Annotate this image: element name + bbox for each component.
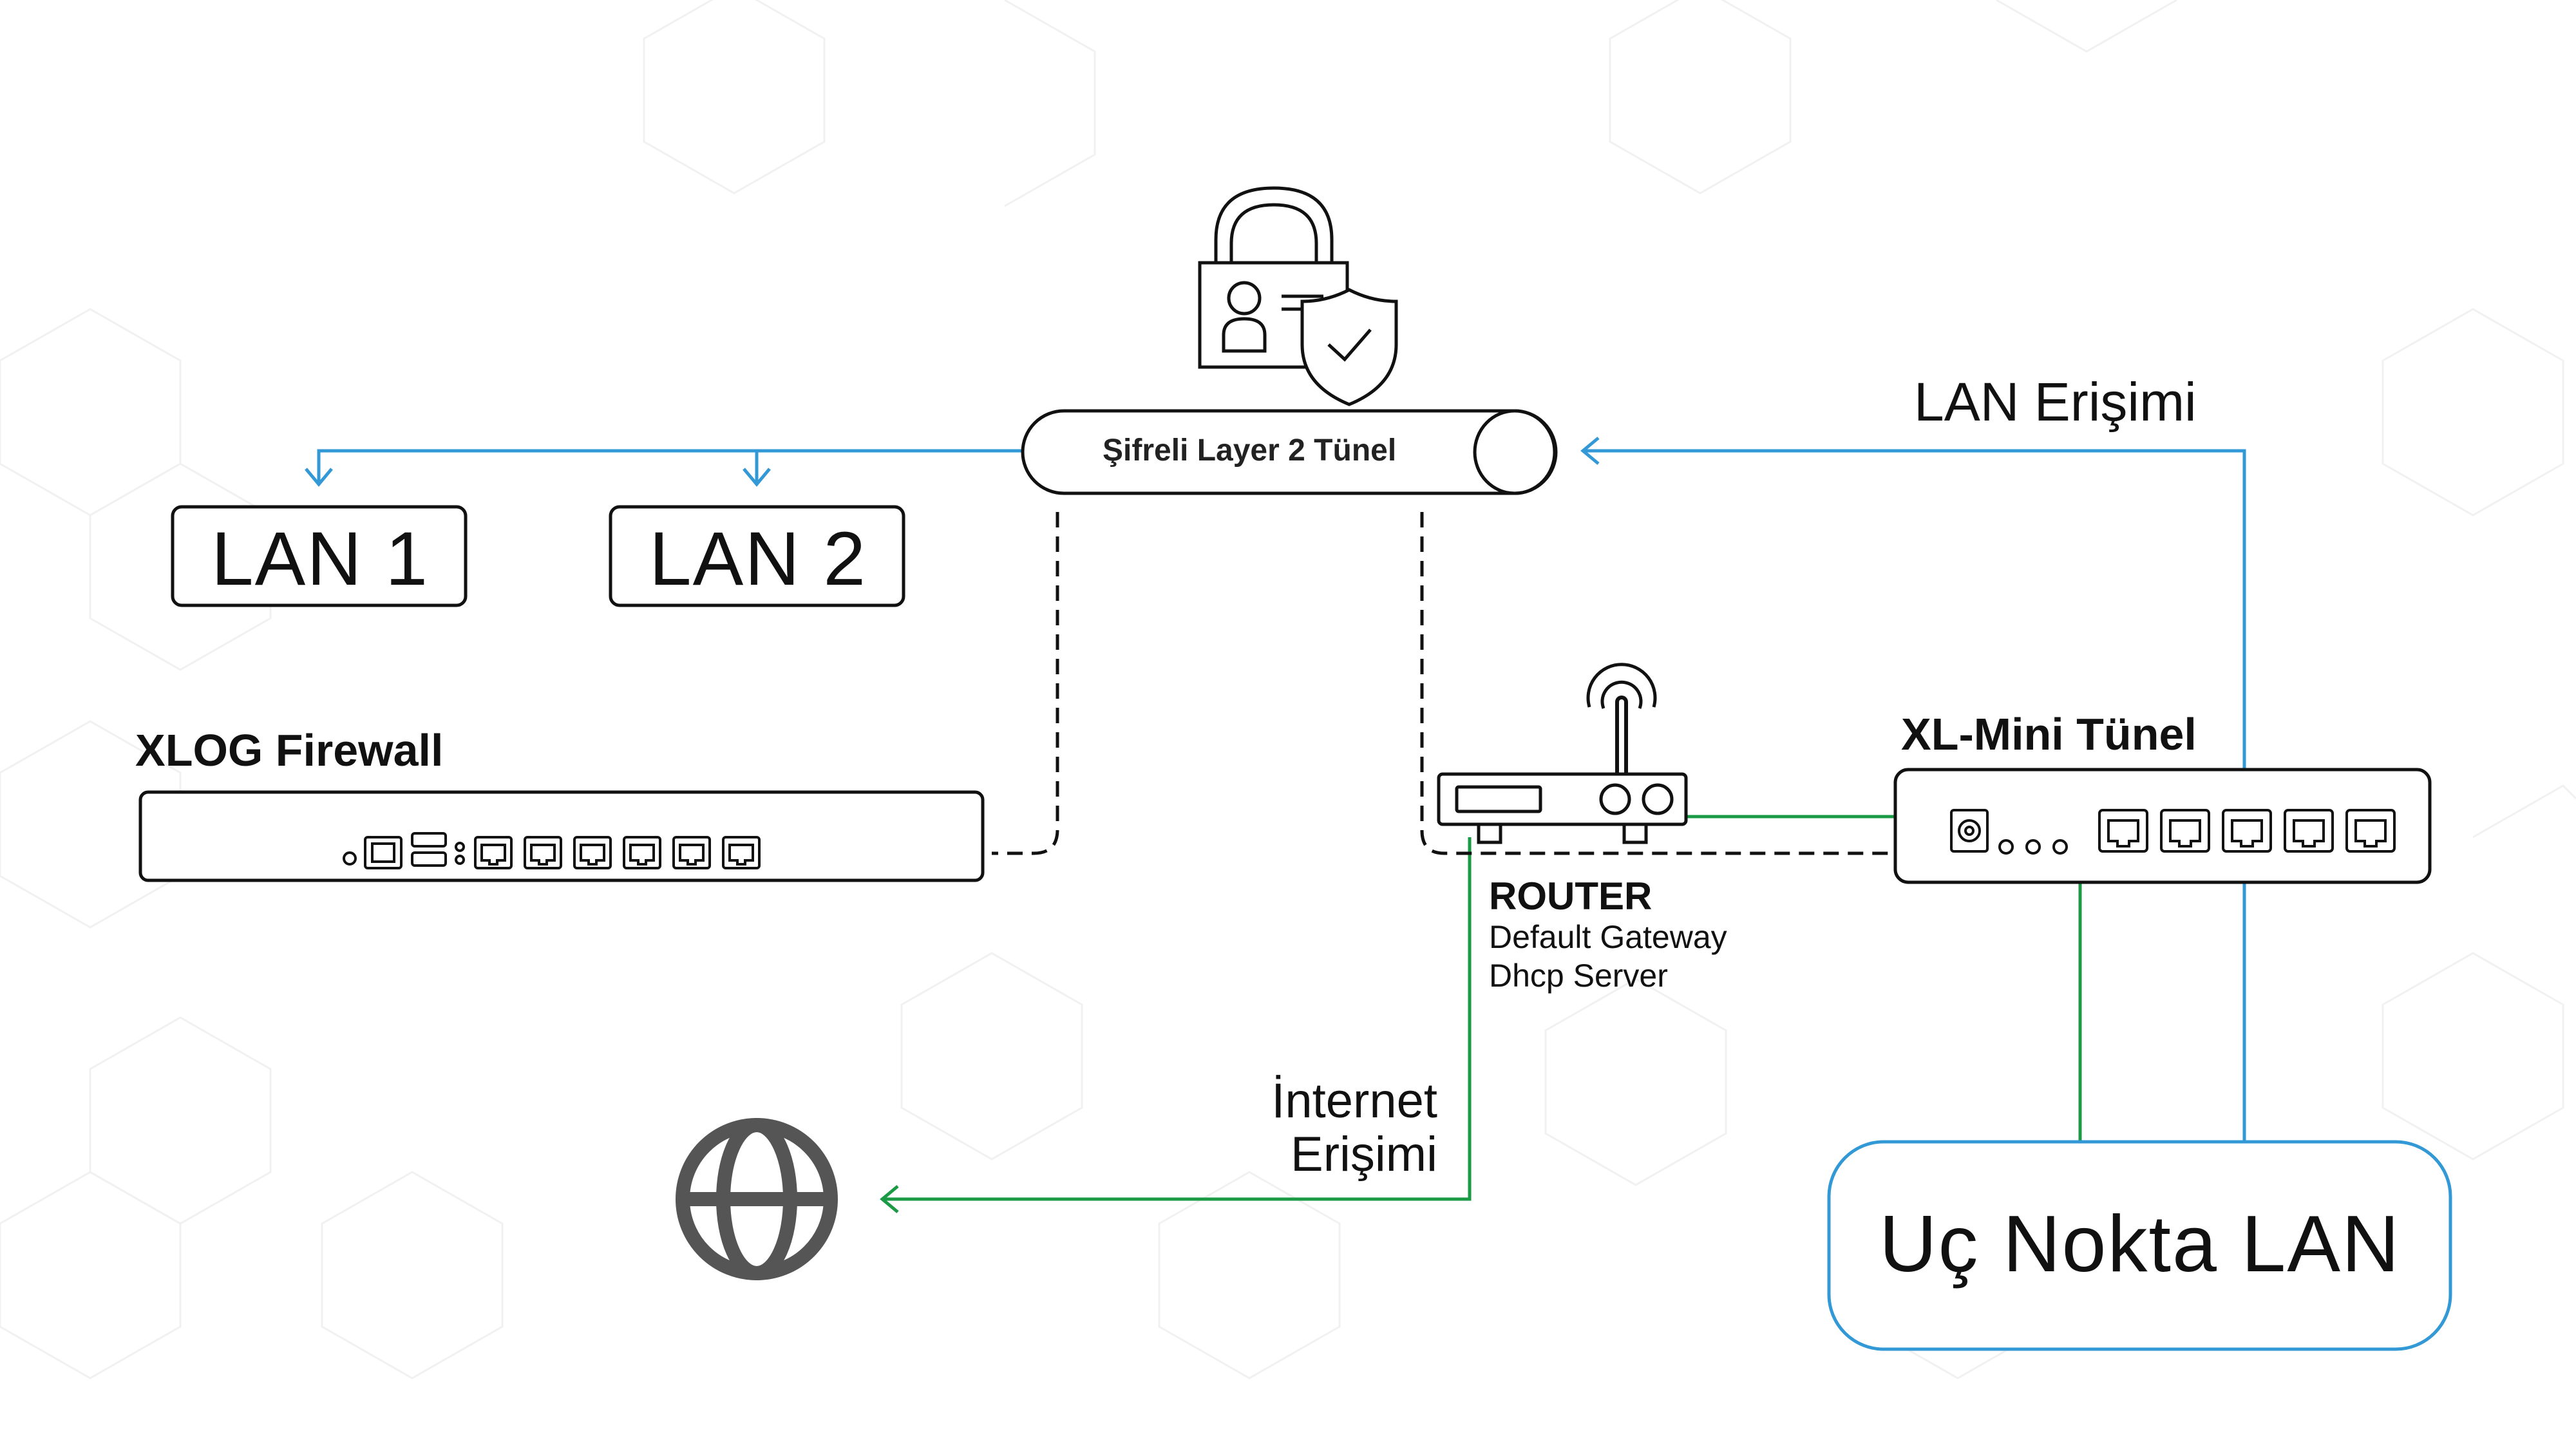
dashed-tunnel-to-firewall	[992, 512, 1059, 855]
router-body	[1437, 772, 1688, 826]
xlmini-led-1	[1998, 839, 2014, 855]
router-antenna-wave-outer	[1586, 663, 1657, 708]
internet-access-line1: İnternet	[1271, 1074, 1437, 1128]
firewall-device	[138, 790, 985, 882]
person-head	[1227, 281, 1262, 316]
router-antenna-wave-inner	[1600, 680, 1643, 709]
xlmini-led-3	[2052, 839, 2068, 855]
router-foot-2	[1622, 822, 1648, 844]
xlmini-power-port	[1950, 809, 1989, 853]
endpoint-lan-label: Uç Nokta LAN	[1879, 1200, 2401, 1289]
lock-id-shield-icon	[1198, 186, 1398, 406]
firewall-ethernet-ports	[474, 836, 761, 869]
lock-body	[1198, 261, 1349, 369]
firewall-body	[138, 790, 985, 882]
lock-shackle	[1214, 186, 1334, 263]
xlmini-device	[1893, 768, 2432, 884]
firewall-title: XLOG Firewall	[135, 725, 444, 775]
arrow-lan2	[743, 468, 771, 487]
internet-access-line2: Erişimi	[1291, 1127, 1437, 1182]
tunnel-label: Şifreli Layer 2 Tünel	[1103, 433, 1397, 468]
line-tunnel-to-lans	[317, 449, 1024, 484]
lan-access-line	[1580, 437, 2246, 1142]
arrow-lan1	[305, 468, 333, 487]
router-info-default-gateway: Default Gateway	[1489, 919, 1727, 955]
line-router-to-internet	[882, 837, 1472, 1201]
lan-distribution-lines	[305, 449, 1024, 487]
lan1-box	[171, 505, 468, 607]
router-info-dhcp-server: Dhcp Server	[1489, 958, 1668, 994]
firewall-port-console	[364, 836, 402, 869]
router-knob-1	[1599, 783, 1631, 815]
router-title: ROUTER	[1489, 875, 1653, 918]
firewall-usb-2	[411, 851, 447, 867]
router-device	[1437, 663, 1688, 844]
router-knob-2	[1642, 783, 1674, 815]
person-body	[1222, 317, 1267, 353]
shield	[1300, 288, 1398, 406]
internet-lines	[880, 815, 2082, 1213]
lan-access-label: LAN Erişimi	[1914, 372, 2197, 432]
firewall-usb-1	[411, 832, 447, 848]
shield-check	[1327, 328, 1372, 362]
router-foot-1	[1477, 822, 1502, 844]
lan2-label: LAN 2	[649, 516, 867, 601]
xlmini-ethernet-ports	[2098, 809, 2396, 853]
tunnel-dashed-lines	[992, 512, 1893, 855]
dashed-tunnel-to-xlmini	[1420, 512, 1893, 855]
globe-icon	[676, 1118, 838, 1280]
arrow-to-tunnel	[1580, 437, 1600, 465]
lan2-box	[609, 505, 905, 607]
router-display	[1455, 785, 1542, 813]
xlmini-title: XL-Mini Tünel	[1901, 709, 2197, 759]
endpoint-lan-box	[1827, 1140, 2452, 1351]
lan1-label: LAN 1	[211, 516, 429, 601]
firewall-led	[343, 851, 357, 866]
arrow-to-globe	[880, 1185, 899, 1213]
xlmini-led-2	[2025, 839, 2041, 855]
tunnel-cylinder	[1021, 409, 1558, 495]
